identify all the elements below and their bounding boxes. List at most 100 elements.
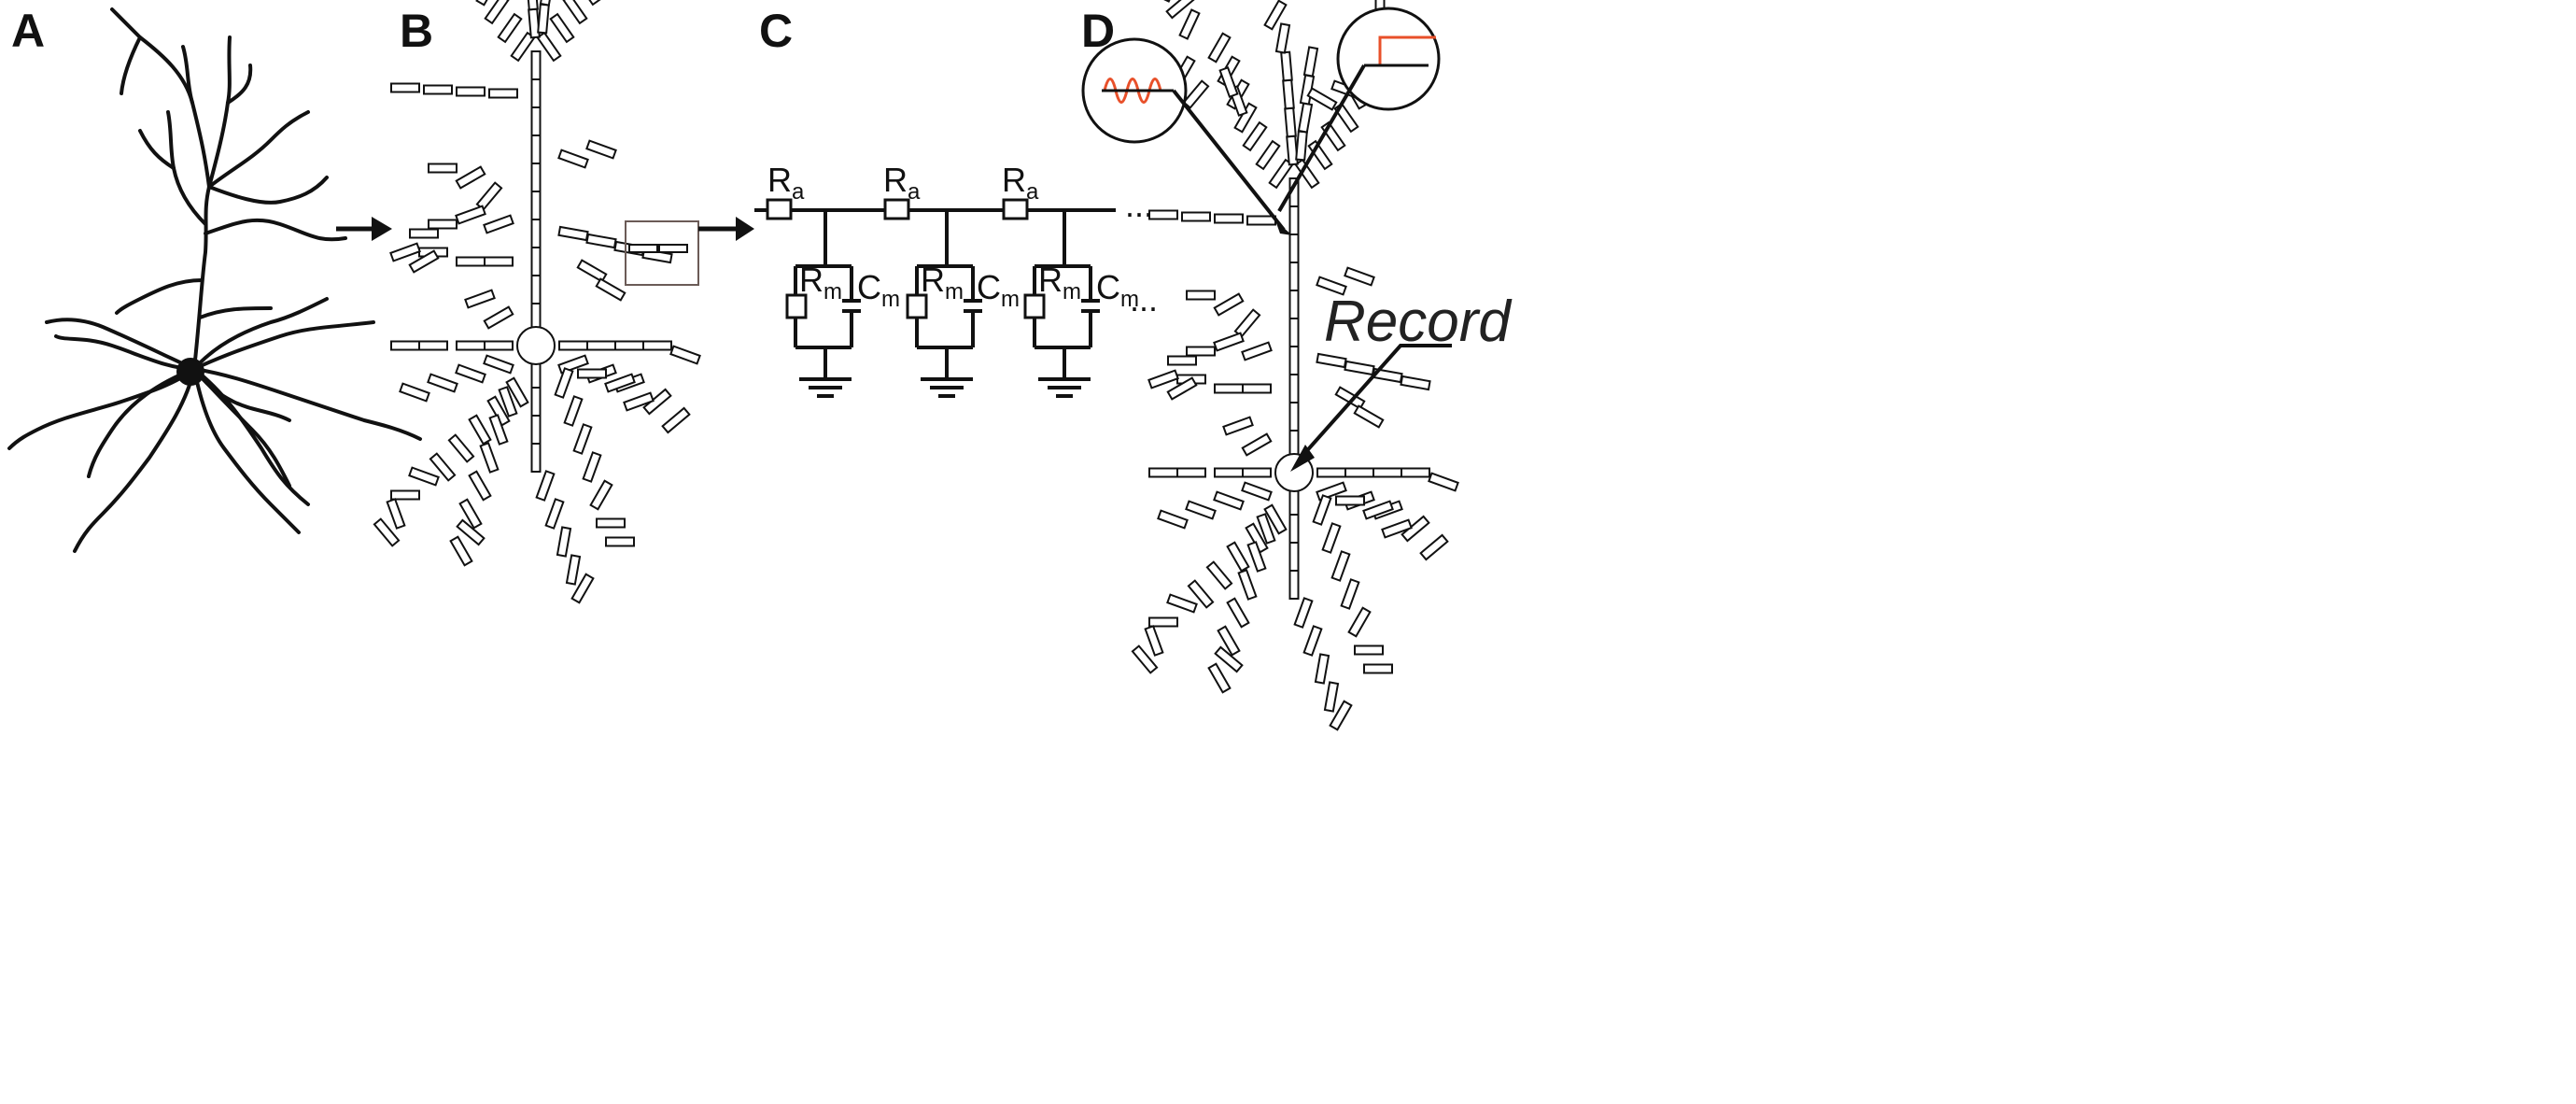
tree-b-segment-55	[455, 165, 486, 190]
membrane-capacitor-2	[964, 299, 982, 313]
tree-d-segment-60	[1167, 355, 1197, 366]
tree-b-segment-85	[427, 373, 458, 393]
tree-d-segment-106	[1263, 503, 1288, 535]
tree-b-segment-49	[456, 86, 486, 97]
tree-d-segment-98	[1314, 653, 1330, 685]
equivalent-circuit: Ra Ra Ra ...	[754, 161, 1158, 398]
tree-b-segment-77	[642, 340, 672, 351]
tree-b-segment-116	[458, 498, 483, 530]
circuit-continuation-bottom: ...	[1130, 280, 1158, 318]
tree-d-segment-102	[1321, 522, 1342, 554]
axial-resistor-label-2: Ra	[883, 161, 921, 205]
tree-d-segment-85	[1185, 500, 1217, 520]
tree-b-segment-70	[464, 289, 496, 309]
step-stimulus-inset	[1336, 7, 1441, 111]
tree-d-segment-3	[1288, 374, 1300, 403]
tree-b-segment-99	[565, 554, 582, 586]
membrane-unit-2	[915, 210, 975, 379]
tree-b-segment-124	[577, 368, 607, 379]
tree-d-segment-121	[1207, 662, 1232, 694]
tree-b-segment-113	[488, 414, 509, 446]
tree-b-segment-50	[423, 84, 453, 95]
record-electrode	[1290, 344, 1452, 472]
tree-d-segment-103	[1330, 550, 1351, 582]
axial-resistor-label-3: Ra	[1002, 161, 1039, 205]
ground-icon	[921, 377, 973, 398]
neuron-morphology	[7, 7, 422, 553]
tree-d-segment-48	[1246, 215, 1276, 226]
tree-b-segment-80	[456, 340, 486, 351]
tree-b-segment-5	[530, 191, 542, 220]
tree-d-segment-12	[1255, 139, 1281, 171]
tree-d-segment-109	[1205, 560, 1233, 590]
tree-b-segment-32	[539, 0, 556, 7]
membrane-resistor-1	[785, 293, 808, 319]
tree-d-segment-8	[1288, 234, 1300, 263]
tree-b-segment-64	[557, 225, 589, 242]
tree-b-segment-125	[604, 373, 636, 393]
tree-b-segment-121	[449, 535, 473, 567]
tree-d-segment-126	[1381, 518, 1413, 539]
panel-label-b: B	[400, 5, 433, 57]
tree-d-segment-101	[1312, 494, 1332, 526]
compartment-tree-b	[373, 0, 701, 604]
tree-d-segment-14	[1233, 102, 1258, 134]
tree-d-segment-35	[1178, 8, 1201, 40]
tree-d-segment-34	[1302, 46, 1319, 78]
membrane-capacitor-1	[842, 299, 861, 313]
axial-resistor-label-1: Ra	[767, 161, 805, 205]
tree-b-segment-117	[390, 489, 420, 501]
tree-d-segment-56	[1233, 308, 1261, 338]
tree-d-segment-82	[1148, 467, 1178, 478]
tree-d-segment-70	[1222, 416, 1254, 436]
tree-d-segment-64	[1316, 352, 1347, 369]
tree-b-segment-75	[586, 340, 616, 351]
tree-d-segment-39	[1218, 66, 1239, 98]
tree-b-segment-81	[418, 340, 448, 351]
soma-a	[176, 358, 204, 386]
tree-d-segment-20	[1320, 120, 1346, 152]
tree-b-segment-6	[530, 163, 542, 192]
tree-d-segment-96	[1293, 597, 1314, 629]
tree-b-segment-112	[498, 386, 518, 418]
tree-b-segment-110	[429, 452, 457, 482]
tree-d-segment-26	[1284, 106, 1297, 138]
tree-b-segment-91	[661, 406, 691, 434]
tree-d-segment-117	[1148, 616, 1178, 628]
tree-b-segment-3	[530, 247, 542, 276]
tree-d-segment-83	[1241, 481, 1273, 502]
tree-d-segment-61	[1242, 383, 1272, 394]
tree-d-segment-58	[1241, 341, 1273, 361]
tree-b-segment-61	[484, 256, 514, 267]
tree-b-segment-48	[488, 88, 518, 99]
tree-d-segment-36	[1165, 0, 1195, 20]
tree-b-segment-108	[468, 414, 492, 446]
tree-d-segment-65	[1344, 360, 1375, 376]
tree-b-segment-26	[526, 0, 539, 11]
tree-b-segment-54	[428, 163, 457, 174]
tree-b-segment-72	[389, 242, 421, 262]
membrane-capacitor-label-1: Cm	[857, 268, 900, 312]
tree-d-segment-72	[1147, 369, 1179, 389]
tree-b-segment-107	[486, 395, 511, 427]
ground-icon	[799, 377, 852, 398]
tree-d-segment-123	[1363, 663, 1393, 674]
tree-d-segment-9	[1288, 205, 1300, 235]
tree-b-segment-119	[373, 517, 401, 547]
tree-d-segment-120	[1214, 645, 1244, 673]
sine-stimulus-inset	[1081, 37, 1188, 144]
tree-d-segment-94	[1288, 542, 1300, 572]
tree-d-segment-73	[1166, 376, 1198, 401]
membrane-resistor-2	[906, 293, 928, 319]
tree-d-segment-50	[1181, 211, 1211, 222]
tree-b-segment-60	[409, 228, 439, 239]
axial-resistor-1	[766, 198, 793, 220]
tree-b-segment-120	[456, 518, 486, 546]
sine-wave-icon	[1103, 78, 1162, 104]
tree-d-segment-125	[1362, 500, 1394, 520]
tree-b-segment-118	[386, 498, 406, 530]
tree-b-segment-19	[549, 12, 575, 44]
tree-d-segment-90	[1401, 515, 1430, 543]
tree-d-segment-80	[1214, 467, 1244, 478]
